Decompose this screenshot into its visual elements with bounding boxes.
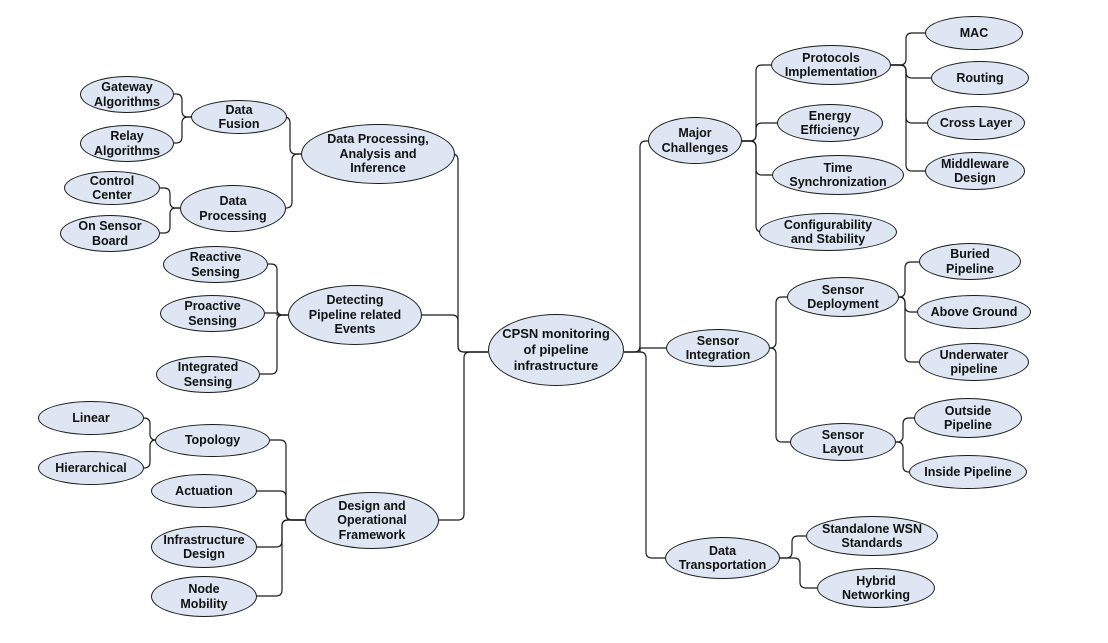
link-detect-integrated xyxy=(260,314,288,375)
link-fusion-relay xyxy=(174,116,191,144)
link-processing-board xyxy=(160,207,180,234)
link-fusion-gateway xyxy=(174,93,191,118)
link-design-mobility xyxy=(257,519,305,597)
link-deployment-underwater xyxy=(898,296,919,363)
node-gateway-algorithms: Gateway Algorithms xyxy=(80,76,174,113)
node-middleware-design: Middleware Design xyxy=(925,152,1025,190)
link-challenges-config xyxy=(742,140,763,233)
node-standalone-wsn: Standalone WSN Standards xyxy=(806,516,938,556)
node-integrated-sensing: Integrated Sensing xyxy=(156,356,260,393)
node-mac: MAC xyxy=(925,16,1023,50)
node-cross-layer: Cross Layer xyxy=(927,106,1025,140)
node-energy-efficiency: Energy Efficiency xyxy=(777,104,883,142)
node-node-mobility: Node Mobility xyxy=(151,576,257,617)
link-protocols-routing xyxy=(891,64,931,79)
link-design-topology xyxy=(270,439,305,521)
node-linear: Linear xyxy=(38,401,144,435)
link-center-design xyxy=(439,351,488,521)
node-major-challenges: Major Challenges xyxy=(648,117,742,164)
node-data-transportation: Data Transportation xyxy=(665,537,780,579)
node-inside-pipeline: Inside Pipeline xyxy=(909,455,1027,489)
link-protocols-middleware xyxy=(891,64,925,172)
link-integration-deployment xyxy=(769,296,787,349)
link-integration-layout xyxy=(769,347,790,443)
node-sensor-deployment: Sensor Deployment xyxy=(787,277,899,317)
link-center-transportation xyxy=(624,351,665,559)
node-on-sensor-board: On Sensor Board xyxy=(60,215,160,252)
node-underwater-pipeline: Underwater pipeline xyxy=(919,343,1029,381)
node-topology: Topology xyxy=(155,424,270,457)
link-processing-control xyxy=(160,187,180,209)
node-time-synchronization: Time Synchronization xyxy=(772,155,904,195)
link-topology-linear xyxy=(143,417,157,441)
node-configurability-stability: Configurability and Stability xyxy=(759,213,897,251)
node-sensor-integration: Sensor Integration xyxy=(666,329,770,367)
node-outside-pipeline: Outside Pipeline xyxy=(914,398,1022,438)
link-center-challenges xyxy=(624,140,648,353)
link-transport-standalone xyxy=(780,535,806,559)
link-challenges-time xyxy=(742,140,772,176)
node-detecting-events: Detecting Pipeline related Events xyxy=(288,285,422,345)
node-data-processing: Data Processing xyxy=(180,185,286,232)
node-cpsn-monitoring: CPSN monitoring of pipeline infrastructu… xyxy=(488,314,624,386)
link-deployment-above xyxy=(898,296,917,313)
node-design-framework: Design and Operational Framework xyxy=(305,492,439,549)
link-challenges-energy xyxy=(742,122,777,142)
node-reactive-sensing: Reactive Sensing xyxy=(163,246,268,283)
node-actuation: Actuation xyxy=(151,474,257,508)
node-relay-algorithms: Relay Algorithms xyxy=(80,125,174,162)
link-layout-inside xyxy=(896,441,910,473)
link-layout-outside xyxy=(896,417,914,443)
node-above-ground: Above Ground xyxy=(917,295,1031,329)
link-dpa-fusion xyxy=(283,116,301,155)
link-protocols-cross xyxy=(891,64,927,124)
node-proactive-sensing: Proactive Sensing xyxy=(160,295,265,332)
link-design-infrastructure xyxy=(257,519,305,548)
link-center-detecting xyxy=(422,314,488,353)
node-hierarchical: Hierarchical xyxy=(38,451,144,485)
node-routing: Routing xyxy=(931,61,1029,95)
link-dpa-processing xyxy=(285,153,301,209)
link-design-actuation xyxy=(257,490,305,521)
link-transport-hybrid xyxy=(780,557,817,589)
node-hybrid-networking: Hybrid Networking xyxy=(817,568,935,608)
node-buried-pipeline: Buried Pipeline xyxy=(919,243,1021,280)
link-protocols-mac xyxy=(891,32,925,66)
node-sensor-layout: Sensor Layout xyxy=(790,423,896,461)
node-protocols-implementation: Protocols Implementation xyxy=(771,45,891,85)
link-topology-hierarchical xyxy=(143,439,157,469)
link-detect-reactive xyxy=(268,263,288,316)
node-infrastructure-design: Infrastructure Design xyxy=(151,526,257,568)
node-data-fusion: Data Fusion xyxy=(191,100,287,134)
node-control-center: Control Center xyxy=(64,171,160,205)
link-deployment-buried xyxy=(898,261,919,298)
node-data-processing-analysis: Data Processing, Analysis and Inference xyxy=(301,124,455,184)
